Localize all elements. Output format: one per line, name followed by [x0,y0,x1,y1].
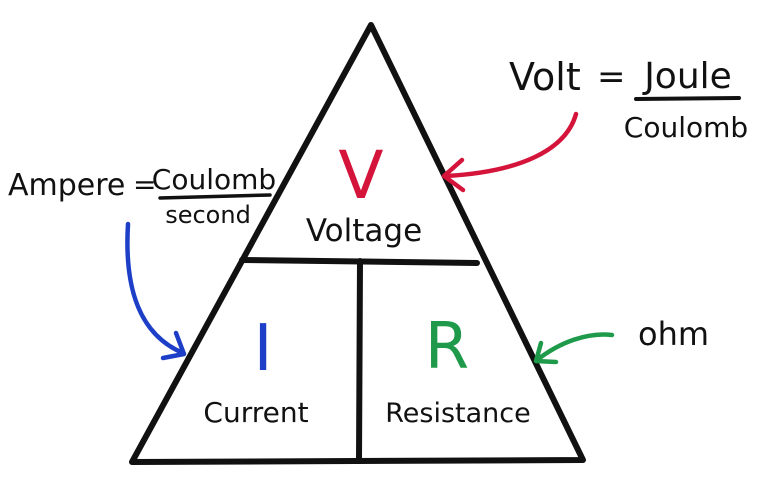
ohm-arrow-head [533,340,559,365]
current-symbol: I [254,312,273,386]
voltage-label: Voltage [306,213,422,249]
ampere-arrow [125,221,187,361]
ohm-arrow [533,332,615,365]
current-label: Current [203,396,308,429]
volt-formula-denominator: Coulomb [624,111,748,144]
resistance-label: Resistance [385,398,531,429]
ampere-formula: Ampere = Coulomb second [8,163,276,229]
ampere-formula-equals: = [133,168,156,201]
voltage-section: V Voltage [306,137,422,249]
volt-arrow [441,111,579,193]
ampere-formula-lhs: Ampere [8,168,125,203]
ampere-formula-numerator: Coulomb [152,163,276,196]
ohm-label: ohm [638,315,709,353]
ampere-formula-fraction-bar [158,193,272,200]
volt-arrow-head [441,157,466,193]
volt-formula-numerator: Joule [642,56,732,97]
volt-formula-lhs: Volt [509,55,581,99]
ampere-formula-denominator: second [165,201,251,229]
voltage-symbol: V [338,137,383,214]
volt-arrow-shaft [443,111,579,179]
ampere-arrow-shaft [125,221,186,356]
volt-formula: Volt = Joule Coulomb [509,55,748,144]
ohm-arrow-shaft [534,332,615,363]
resistance-section: R Resistance [385,310,531,429]
triangle-vertical-divider [356,258,363,464]
volt-formula-equals: = [597,57,626,97]
ohms-law-triangle [129,22,586,465]
resistance-symbol: R [425,310,469,384]
volt-formula-fraction-bar [634,96,741,101]
current-section: I Current [203,312,308,429]
ohm-annotation: ohm [638,315,709,353]
ampere-arrow-head [160,330,187,361]
